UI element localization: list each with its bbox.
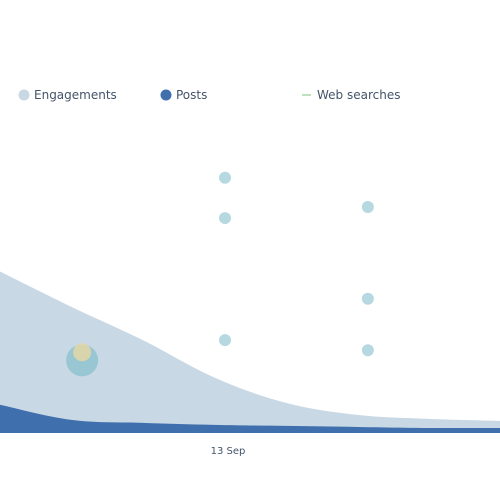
area-engagements	[0, 271, 500, 433]
bubble-point-6	[361, 344, 374, 357]
bubble-point-5	[219, 171, 231, 184]
area-layer	[0, 271, 500, 433]
bubble-point-7	[361, 292, 374, 305]
area-posts	[0, 404, 500, 433]
legend-label-posts: Posts	[176, 88, 207, 102]
legend-symbol-posts	[160, 89, 172, 101]
x-axis: 13 Sep	[211, 446, 246, 457]
bubble-layer	[66, 171, 374, 377]
legend-label-web-searches: Web searches	[317, 88, 400, 102]
legend: Engagements Posts Web searches	[18, 88, 400, 102]
legend-symbol-engagements	[18, 89, 30, 101]
bubble-point-2	[73, 343, 92, 362]
bubble-point-8	[361, 200, 374, 213]
legend-label-engagements: Engagements	[34, 88, 117, 102]
x-tick-label: 13 Sep	[211, 446, 246, 457]
bubble-point-3	[219, 334, 231, 347]
bubble-point-4	[219, 212, 231, 225]
